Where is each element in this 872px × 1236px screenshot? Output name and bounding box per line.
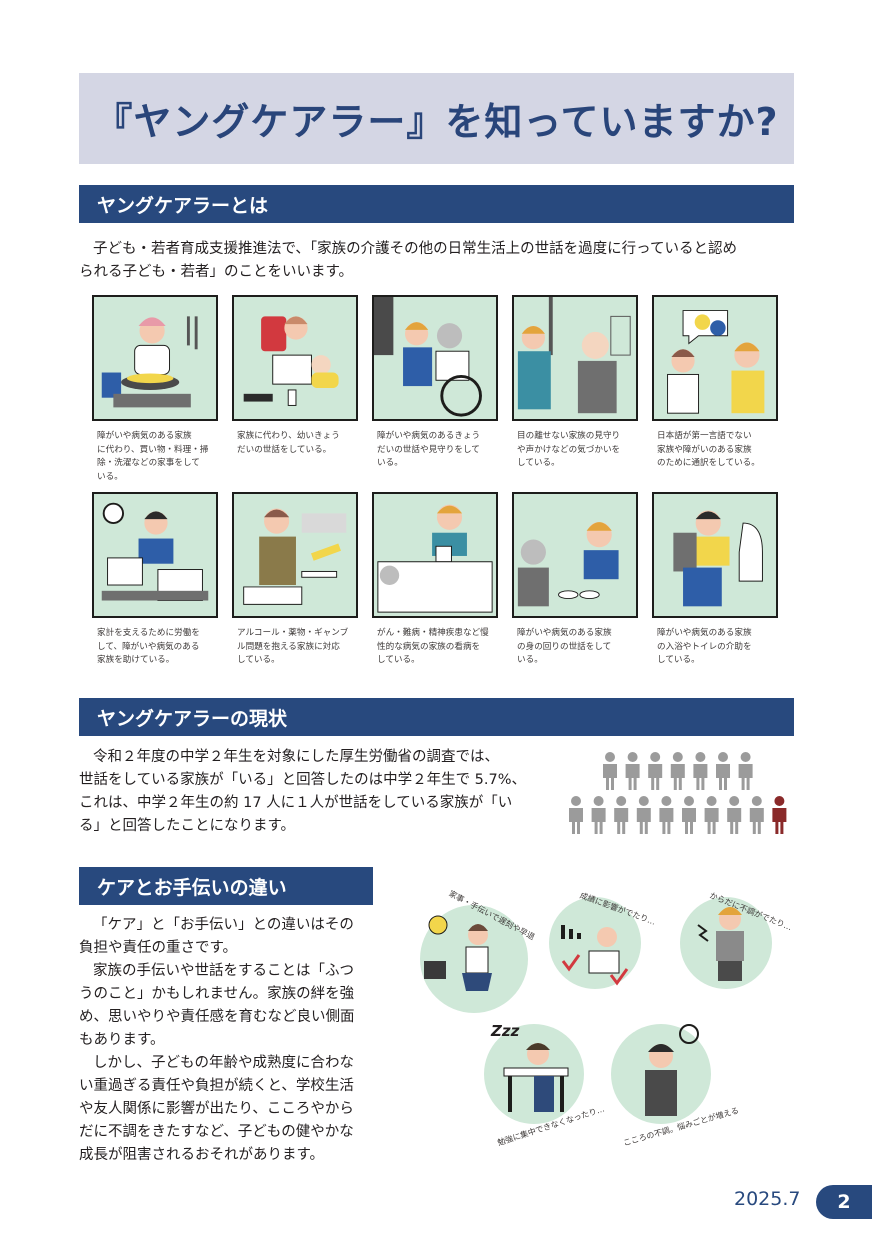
panel-caption-7: アルコール・薬物・ギャンブル問題を抱える家族に対応している。 [237,628,349,665]
care-line-10: だに不調をきたすなど、子どもの健やかな [79,1124,354,1140]
person-icon [659,796,674,834]
person-icon-highlighted [772,796,787,834]
person-icon [670,752,685,790]
grades-drop-icon [549,897,641,989]
zzz-text: Zzz [491,1022,520,1040]
care-line-1: 「ケア」と「お手伝い」との違いはその [93,917,354,933]
panel-caption-2: 家族に代わり、幼いきょうだいの世話をしている。 [237,431,340,455]
title-band [79,73,794,164]
panel-toilet-assist [652,492,778,618]
panel-cooking [92,295,218,421]
care-line-2: 負担や責任の重さです。 [79,940,238,956]
interpreting-icon [667,310,765,414]
survey-line-4: る」と回答したことになります。 [79,818,296,834]
person-icon [716,752,730,790]
section-heading-current-state: ヤングケアラーの現状 [79,698,794,736]
panel-caption-8: がん・難病・精神疾患など慢性的な病気の家族の看病をしている。 [377,628,489,665]
panel-alcohol [232,492,358,618]
panel-wheelchair [372,295,498,421]
panel-caption-1: 障がいや病気のある家族に代わり、買い物・料理・掃除・洗濯などの家事をしている。 [97,431,209,482]
definition-line-1: 子ども・若者育成支援推進法で、「家族の介護その他の日常生活上の世話を過度に行って… [93,241,737,257]
alcohol-icon [243,508,347,605]
care-line-6: もあります。 [79,1032,165,1048]
section-heading-care-vs-help: ケアとお手伝いの違い [79,867,373,905]
care-line-11: 成長が阻害されるおそれがあります。 [79,1147,325,1163]
care-line-3: 家族の手伝いや世話をすることは「ふつ [93,963,354,979]
care-line-7: しかし、子どもの年齢や成熟度に合わな [93,1055,354,1071]
person-icon [749,796,764,834]
person-icon [682,796,696,834]
care-line-4: うのこと」かもしれません。家族の絆を強 [79,986,355,1002]
panel-caption-10: 障がいや病気のある家族の入浴やトイレの介助をしている。 [657,628,752,665]
definition-line-2: られる子ども・若者」のことをいいます。 [79,264,354,280]
late-running-icon [420,905,528,1013]
survey-paragraph: 令和２年度の中学２年生を対象にした厚生労働省の調査では、 世話をしている家族が「… [79,746,559,838]
panel-caption-9: 障がいや病気のある家族の身の回りの世話をしている。 [517,628,612,665]
person-icon [704,796,719,834]
survey-line-2: 世話をしている家族が「いる」と回答したのは中学２年生で 5.7%、 [79,772,527,788]
panel-caption-3: 障がいや病気のあるきょうだいの世話や見守りをしている。 [377,431,481,468]
panel-baby-care [232,295,358,421]
feeding-icon [517,522,619,607]
baby-care-icon [243,316,339,406]
issue-date: 2025.7 [734,1188,801,1210]
person-icon [693,752,708,790]
care-paragraph: 「ケア」と「お手伝い」との違いはその 負担や責任の重さです。 家族の手伝いや世話… [79,914,379,1167]
elderly-watch-icon [517,297,631,414]
care-line-9: や友人関係に影響が出たり、こころやから [79,1101,354,1117]
person-icon [636,796,651,834]
care-line-8: い重過ぎる責任や負担が続くと、学校生活 [79,1078,354,1094]
page-number: 2 [816,1185,872,1219]
wheelchair-icon [374,297,482,417]
panel-caption-5: 日本語が第一言語でない家族や障がいのある家族のために通訳をしている。 [657,431,760,468]
panel-interpreting [652,295,778,421]
person-icon [625,752,640,790]
care-line-5: め、思いやりや責任感を育むなど良い側面 [79,1009,355,1025]
survey-line-3: これは、中学２年生の約 17 人に１人が世話をしている家族が「い [79,795,513,811]
nursing-icon [377,504,493,613]
page-title: 『ヤングケアラー』を知っていますか? [94,100,779,144]
toilet-assist-icon [673,510,763,607]
section-heading-what-is: ヤングケアラーとは [79,185,794,223]
panel-working [92,492,218,618]
mental-trouble-icon [611,1024,711,1124]
pictogram-17-people [569,752,787,834]
person-icon [648,752,663,790]
panel-caption-6: 家計を支えるために労働をして、障がいや病気のある家族を助けている。 [97,628,200,665]
panel-elderly-watch [512,295,638,421]
body-trouble-icon [680,897,772,989]
working-icon [101,502,209,601]
panel-nursing [372,492,498,618]
person-icon [727,796,742,834]
cooking-icon [101,316,198,408]
panel-feeding [512,492,638,618]
person-icon [614,796,629,834]
person-icon [569,796,583,834]
person-icon [738,752,753,790]
person-icon [591,796,606,834]
survey-line-1: 令和２年度の中学２年生を対象にした厚生労働省の調査では、 [93,749,499,765]
cant-focus-icon [484,1024,584,1124]
person-icon [603,752,617,790]
panel-caption-4: 目の離せない家族の見守りや声かけなどの気づかいをしている。 [517,431,621,468]
